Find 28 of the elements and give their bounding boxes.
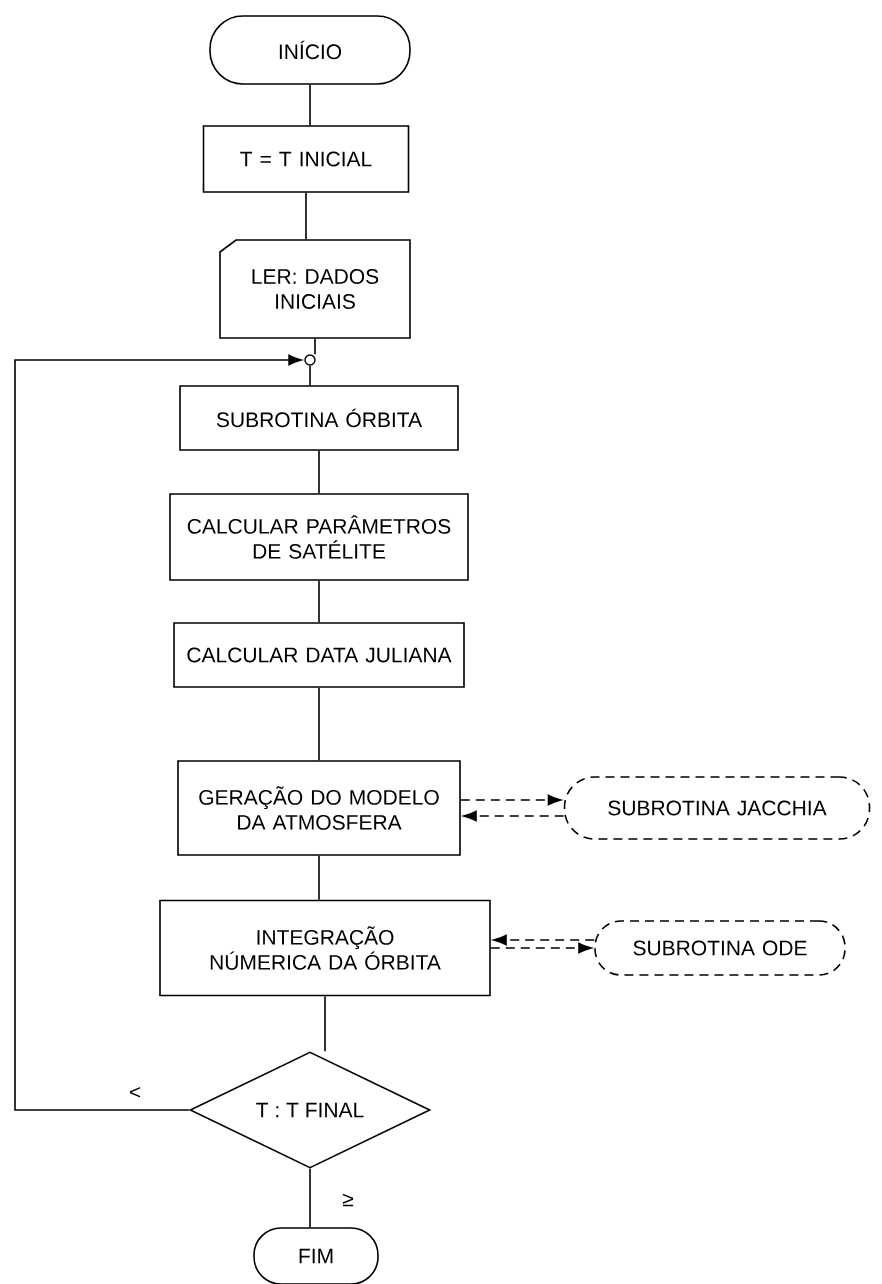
arrow	[463, 810, 565, 822]
connector-line	[324, 995, 326, 1052]
process-box: T = T INICIAL	[202, 125, 410, 193]
process-box: INTEGRAÇÃO NÚMERICA DA ÓRBITA	[159, 899, 491, 997]
connector-line	[309, 364, 311, 386]
subroutine-terminal: SUBROTINA ODE	[594, 920, 846, 976]
connector-line	[314, 338, 316, 356]
connector-line	[318, 580, 320, 623]
arrow	[460, 794, 562, 806]
process-box: CALCULAR DATA JULIANA	[173, 622, 465, 688]
edge-label: <	[127, 1085, 143, 1101]
end-terminal: FIM	[253, 1227, 379, 1284]
start-terminal: INÍCIO	[209, 15, 411, 85]
process-box: SUBROTINA ÓRBITA	[179, 385, 459, 451]
process-box: GERAÇÃO DO MODELO DA ATMOSFERA	[177, 760, 461, 856]
connector-line	[318, 687, 320, 761]
connector-line	[309, 1168, 311, 1228]
process-box: CALCULAR PARÂMETROS DE SATÉLITE	[169, 493, 469, 581]
subroutine-terminal: SUBROTINA JACCHIA	[563, 776, 871, 840]
arrow	[14, 354, 302, 1111]
arrow	[490, 942, 592, 954]
input-card: LER: DADOS INICIAIS	[219, 239, 411, 339]
arrow	[493, 934, 595, 946]
connector-line	[305, 192, 307, 240]
edge-label: ≥	[341, 1192, 355, 1208]
connector-line	[318, 450, 320, 494]
connector-line	[309, 84, 311, 126]
connector-line	[318, 855, 320, 901]
